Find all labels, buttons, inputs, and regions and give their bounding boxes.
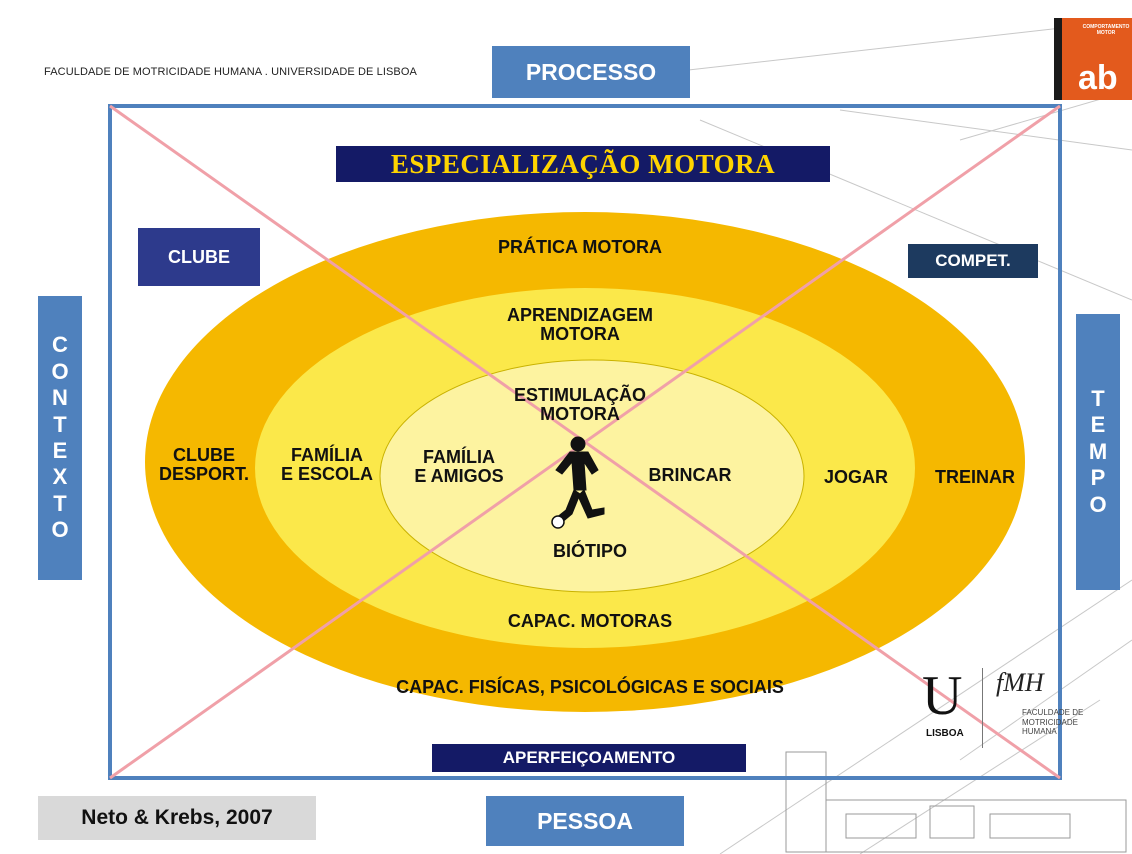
biotype-label: BIÓTIPO [552, 541, 627, 561]
lab-logo-subtitle: COMPORTAMENTO MOTOR [1082, 24, 1130, 36]
family-friends-line: FAMÍLIA [423, 447, 495, 467]
play-game-label: JOGAR [823, 467, 888, 487]
context-letter: T [53, 490, 67, 516]
motor-learning-line: MOTORA [540, 324, 620, 345]
family-friends-line: E AMIGOS [414, 466, 504, 487]
logo-divider [982, 668, 983, 748]
person-label: PESSOA [486, 796, 684, 846]
motor-stimulation-label: ESTIMULAÇÃO MOTORA [480, 385, 680, 425]
club-tag: CLUBE [138, 228, 260, 286]
time-letter: O [1089, 491, 1107, 517]
frame [108, 104, 1062, 780]
ulisboa-name: LISBOA [926, 728, 964, 739]
motor-stimulation-line: MOTORA [540, 404, 620, 425]
family-school-label: FAMÍLIA E ESCOLA [262, 445, 392, 485]
motor-stimulation-line: ESTIMULAÇÃO [514, 385, 646, 405]
train-label: TREINAR [935, 467, 1015, 487]
context-letter: N [52, 385, 68, 411]
context-label: C O N T E X T O [38, 296, 82, 580]
context-letter: O [51, 358, 69, 384]
university-logo: U LISBOA fMH FACULDADE DE MOTRICIDADE HU… [918, 662, 1088, 762]
building-sketch [785, 751, 1127, 853]
fmh-subtitle: FACULDADE DE MOTRICIDADE HUMANA [1022, 708, 1084, 737]
improvement-tag: APERFEIÇOAMENTO [432, 744, 746, 772]
context-letter: C [52, 332, 68, 358]
motor-learning-line: APRENDIZAGEM [506, 305, 653, 325]
context-letter: X [52, 464, 68, 490]
motor-practice-label: PRÁTICA MOTORA [498, 237, 662, 257]
process-label: PROCESSO [492, 46, 690, 98]
institution-header: FACULDADE DE MOTRICIDADE HUMANA . UNIVER… [44, 66, 417, 78]
time-letter: P [1090, 465, 1106, 491]
family-friends-label: FAMÍLIA E AMIGOS [394, 447, 524, 487]
context-letter: T [53, 411, 67, 437]
inner-ring [379, 359, 805, 593]
competition-tag: COMPET. [908, 244, 1038, 278]
lab-logo: COMPORTAMENTO MOTOR ab [1054, 18, 1132, 100]
context-letter: O [51, 517, 69, 543]
fmh-mark: fMH [996, 668, 1044, 697]
context-letter: E [52, 438, 68, 463]
time-letter: M [1088, 438, 1108, 464]
diagram-title: ESPECIALIZAÇÃO MOTORA [336, 146, 830, 182]
citation: Neto & Krebs, 2007 [38, 796, 316, 840]
lab-logo-mark: ab [1078, 59, 1118, 97]
family-school-line: FAMÍLIA [291, 445, 363, 465]
sports-club-line: CLUBE [173, 445, 235, 465]
family-school-line: E ESCOLA [280, 464, 373, 485]
play-label: BRINCAR [648, 465, 732, 485]
sports-club-label: CLUBE DESPORT. [144, 445, 264, 485]
time-letter: E [1090, 412, 1106, 438]
capacities-label: CAPAC. FISÍCAS, PSICOLÓGICAS E SOCIAIS [396, 677, 784, 697]
time-letter: T [1091, 386, 1105, 412]
time-label: T E M P O [1076, 314, 1120, 590]
motor-learning-label: APRENDIZAGEM MOTORA [470, 305, 690, 345]
ulisboa-mark: U [922, 665, 963, 727]
sports-club-line: DESPORT. [158, 464, 250, 485]
footballer-figure [551, 436, 605, 529]
motor-capacities-label: CAPAC. MOTORAS [507, 611, 673, 631]
fmh-letters: MH [1003, 668, 1044, 697]
